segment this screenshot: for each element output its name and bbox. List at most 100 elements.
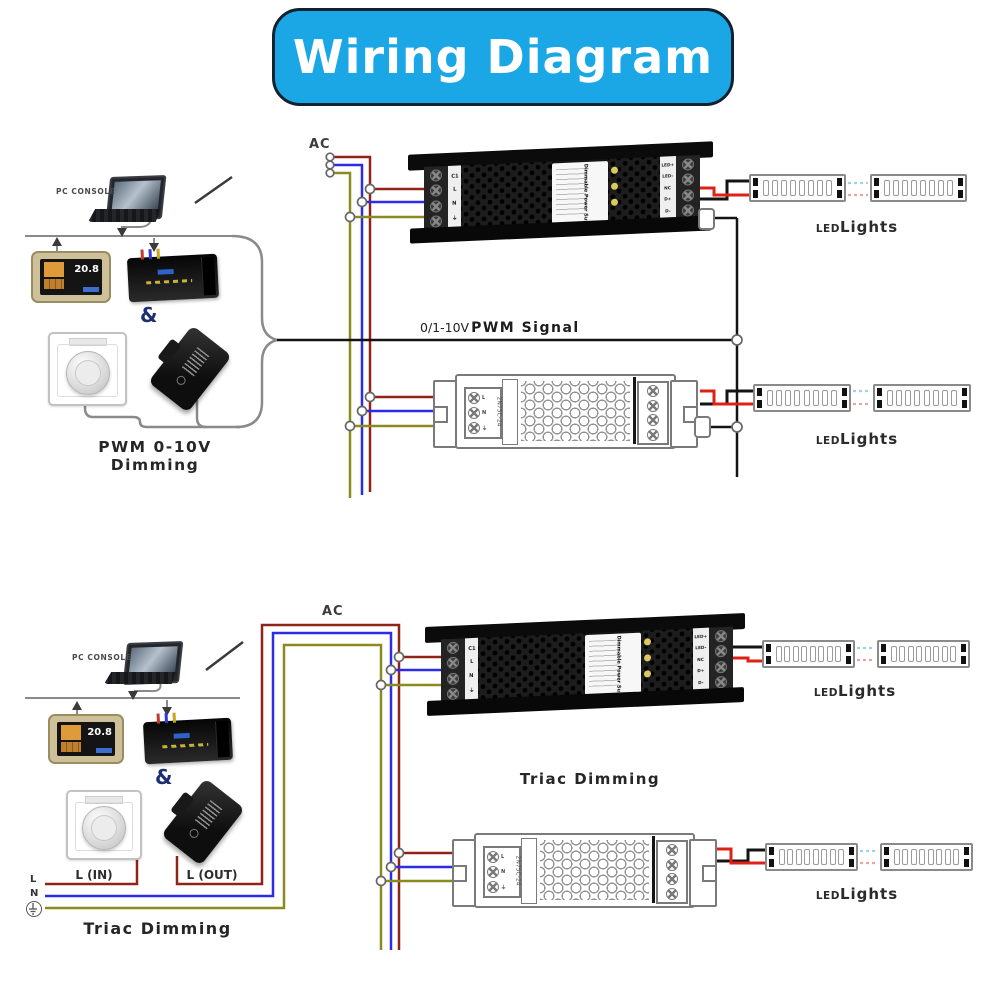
driver-model-strip: 2N75C-24 [514, 838, 537, 904]
led-chip-icon [817, 180, 823, 196]
dim-port-white-driver [694, 416, 711, 438]
pwm-signal-label: 0/1-10V PWM Signal [420, 320, 580, 336]
led-chip-icon [790, 180, 796, 196]
led-chip-icon [953, 849, 960, 865]
strip-solder-pads [881, 644, 886, 664]
led-chip-icon [799, 180, 805, 196]
panel-button-block [44, 262, 64, 277]
driver-input-terminals: L N ⏚ [464, 387, 502, 439]
terminal-screw-icon [647, 399, 659, 412]
terminal-screw-icon [666, 887, 678, 900]
rotary-dimmer [48, 332, 127, 406]
strip-led-chips [888, 644, 959, 664]
led-lights-label-4: LEDLights [815, 885, 899, 903]
controller-end-cap [200, 256, 216, 296]
controller-wire-blue [164, 713, 169, 724]
led-strip [762, 640, 855, 668]
strip-led-chips [760, 178, 835, 198]
controller-label [157, 268, 174, 275]
driver-pcb [461, 161, 552, 230]
led-chip-icon [763, 180, 769, 196]
controller-end-cap [215, 720, 230, 758]
strip-led-chips [776, 847, 847, 867]
terminal-screw-icon [487, 866, 499, 878]
driver-output-terminals [637, 381, 669, 445]
led-strip [749, 174, 846, 202]
led-chip-icon [890, 646, 897, 662]
panel-button-block [61, 725, 81, 740]
controller-wire-blue [148, 249, 152, 260]
strip-solder-pads [877, 388, 882, 408]
led-chip-icon [923, 390, 930, 406]
rotary-dimmer-knob [82, 806, 126, 851]
led-chip-icon [947, 180, 953, 196]
dimming-controller [142, 712, 234, 765]
rotary-dimmer-plate [57, 344, 118, 397]
led-strip [880, 843, 973, 871]
strip-solder-pads [753, 178, 758, 198]
strip-led-chips [881, 178, 956, 198]
spec-text-lines [556, 167, 586, 216]
led-chip-icon [944, 849, 951, 865]
strip-led-chips [764, 388, 840, 408]
strip-solder-pads [766, 644, 771, 664]
controller-wire-red [156, 713, 161, 724]
controller-text-row [162, 742, 209, 749]
terminal-screw-icon [447, 687, 459, 700]
led-chip-icon [781, 180, 787, 196]
strip-solder-pads [884, 847, 889, 867]
controller-label [173, 732, 190, 739]
led-chip-icon [919, 849, 926, 865]
led-chip-icon [910, 849, 917, 865]
led-chip-icon [829, 849, 836, 865]
led-strip [765, 843, 858, 871]
ampersand-bottom: & [155, 765, 173, 789]
strip-solder-pads [846, 644, 851, 664]
led-chip-icon [907, 646, 914, 662]
led-chip-icon [801, 646, 808, 662]
touch-dimmer-indicator [181, 347, 210, 378]
pcb-capacitor-icon [611, 198, 618, 206]
led-chip-icon [830, 390, 837, 406]
panel-status-bar [83, 287, 99, 292]
touch-panel: 20.8 [48, 714, 124, 764]
strip-solder-pads [962, 388, 967, 408]
page-title: Wiring Diagram [292, 30, 714, 84]
driver-input-label-strip: C1 L N ⏚ [465, 637, 478, 703]
led-chip-icon [929, 180, 935, 196]
ampersand-top: & [140, 303, 158, 327]
led-chip-icon [914, 390, 921, 406]
led-chip-icon [821, 390, 828, 406]
ac-label-top: AC [309, 137, 331, 152]
strip-led-chips [773, 644, 844, 664]
terminal-screw-icon [666, 844, 678, 857]
dimming-controller [126, 248, 220, 303]
neutral-label: N [30, 888, 39, 899]
terminal-screw-icon [468, 407, 480, 419]
terminal-screw-icon [682, 158, 694, 171]
touch-panel-screen: 20.8 [40, 259, 102, 295]
driver-output-terminals [709, 626, 733, 692]
rotary-dimmer-plate [75, 802, 133, 851]
terminal-screw-icon [715, 630, 727, 643]
led-chip-icon [916, 646, 923, 662]
controller-wire-red [140, 249, 144, 260]
led-strip [873, 384, 971, 412]
pcb-capacitor-icon [611, 166, 618, 174]
led-chip-icon [927, 849, 934, 865]
strip-solder-pads [964, 847, 969, 867]
pcb-capacitor-icon [611, 182, 618, 190]
spec-title: LED Dimmable Power Supply [615, 632, 622, 696]
terminal-screw-icon [430, 199, 442, 213]
mounting-slot [702, 865, 717, 882]
touch-panel: 20.8 [31, 251, 111, 303]
driver-spec-label: LED Dimmable Power Supply [552, 160, 608, 224]
driver-spec-label: LED Dimmable Power Supply [585, 632, 641, 696]
laptop-base [104, 672, 176, 684]
led-chip-icon [884, 180, 890, 196]
led-chip-icon [787, 849, 794, 865]
driver-body: L N ⏚ 2N75C-24 [455, 374, 676, 449]
triac-dimming-label-mid: Triac Dimming [519, 770, 661, 788]
terminal-screw-icon [487, 881, 499, 893]
